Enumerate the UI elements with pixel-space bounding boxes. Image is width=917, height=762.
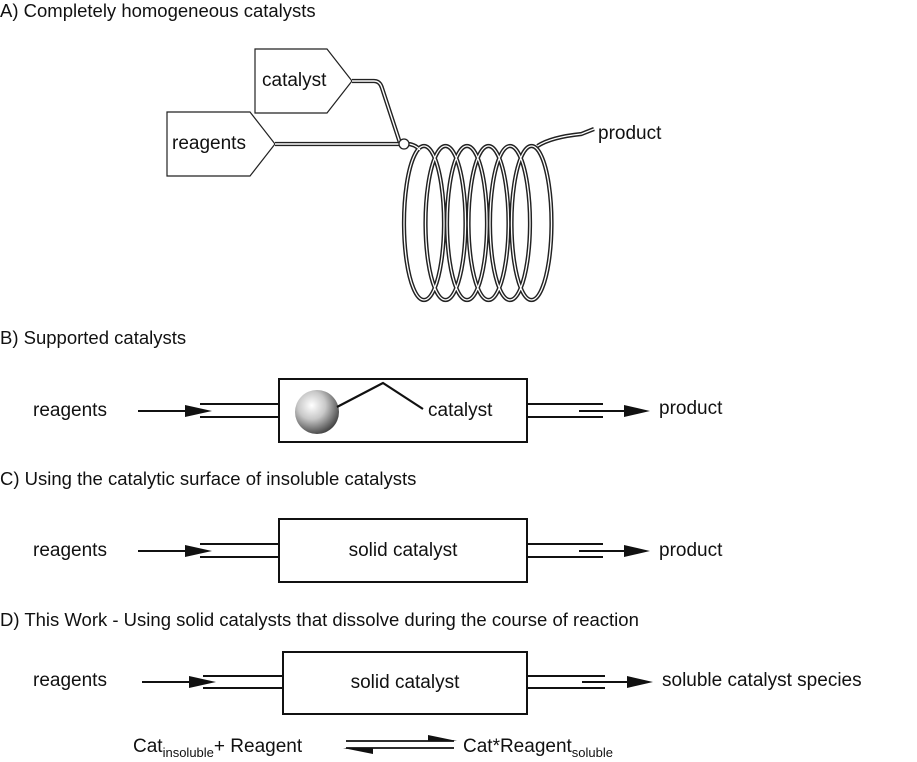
panel-d-heading: D) This Work - Using solid catalysts tha… — [0, 609, 639, 630]
outlet-arrow — [527, 543, 650, 558]
equation-right: Cat*Reagentsoluble — [463, 737, 613, 759]
outlet-arrow — [527, 403, 650, 418]
panel-a-heading: A) Completely homogeneous catalysts — [0, 0, 316, 21]
reagents-label: reagents — [33, 670, 107, 691]
product-label: product — [598, 123, 662, 144]
soluble-subscript: soluble — [571, 745, 613, 760]
reactor-column — [278, 518, 528, 583]
reagents-source-shape — [166, 111, 276, 177]
cat-text: Cat — [133, 736, 163, 757]
column-label: solid catalyst — [348, 540, 458, 561]
equilibrium-arrows — [343, 735, 457, 754]
column-label: solid catalyst — [350, 672, 460, 693]
inlet-arrow — [142, 675, 283, 689]
reagents-label: reagents — [33, 400, 107, 421]
reagents-label: reagents — [172, 133, 246, 154]
product-label: soluble catalyst species — [662, 670, 862, 691]
catalyst-source-shape — [254, 48, 353, 114]
feed-tubes — [275, 78, 402, 147]
panel-b-heading: B) Supported catalysts — [0, 327, 187, 348]
catalyst-label: catalyst — [428, 400, 493, 421]
inlet-arrow — [138, 543, 279, 558]
panel-c-heading: C) Using the catalytic surface of insolu… — [0, 468, 417, 489]
catalyst-label: catalyst — [262, 70, 327, 91]
reagents-label: reagents — [33, 540, 107, 561]
cat-reagent-text: Cat*Reagent — [463, 736, 572, 757]
reactor-column — [282, 651, 528, 715]
panel-d-graphic — [142, 651, 653, 754]
support-bead — [295, 390, 339, 434]
coil-tube-bore — [403, 128, 595, 301]
reactor-coil — [401, 127, 595, 303]
product-label: product — [659, 540, 723, 561]
insoluble-subscript: insoluble — [162, 745, 214, 760]
mixing-junction — [398, 138, 410, 150]
outlet-arrow — [527, 675, 653, 689]
panel-c-graphic — [138, 518, 650, 583]
plus-reagent-text: + Reagent — [213, 736, 303, 757]
equation-left: Catinsoluble+ Reagent — [133, 737, 302, 759]
panel-b-graphic — [138, 378, 650, 443]
product-label: product — [659, 398, 723, 419]
panel-a-graphic — [166, 48, 595, 303]
linker — [336, 381, 424, 410]
inlet-arrow — [138, 403, 279, 418]
